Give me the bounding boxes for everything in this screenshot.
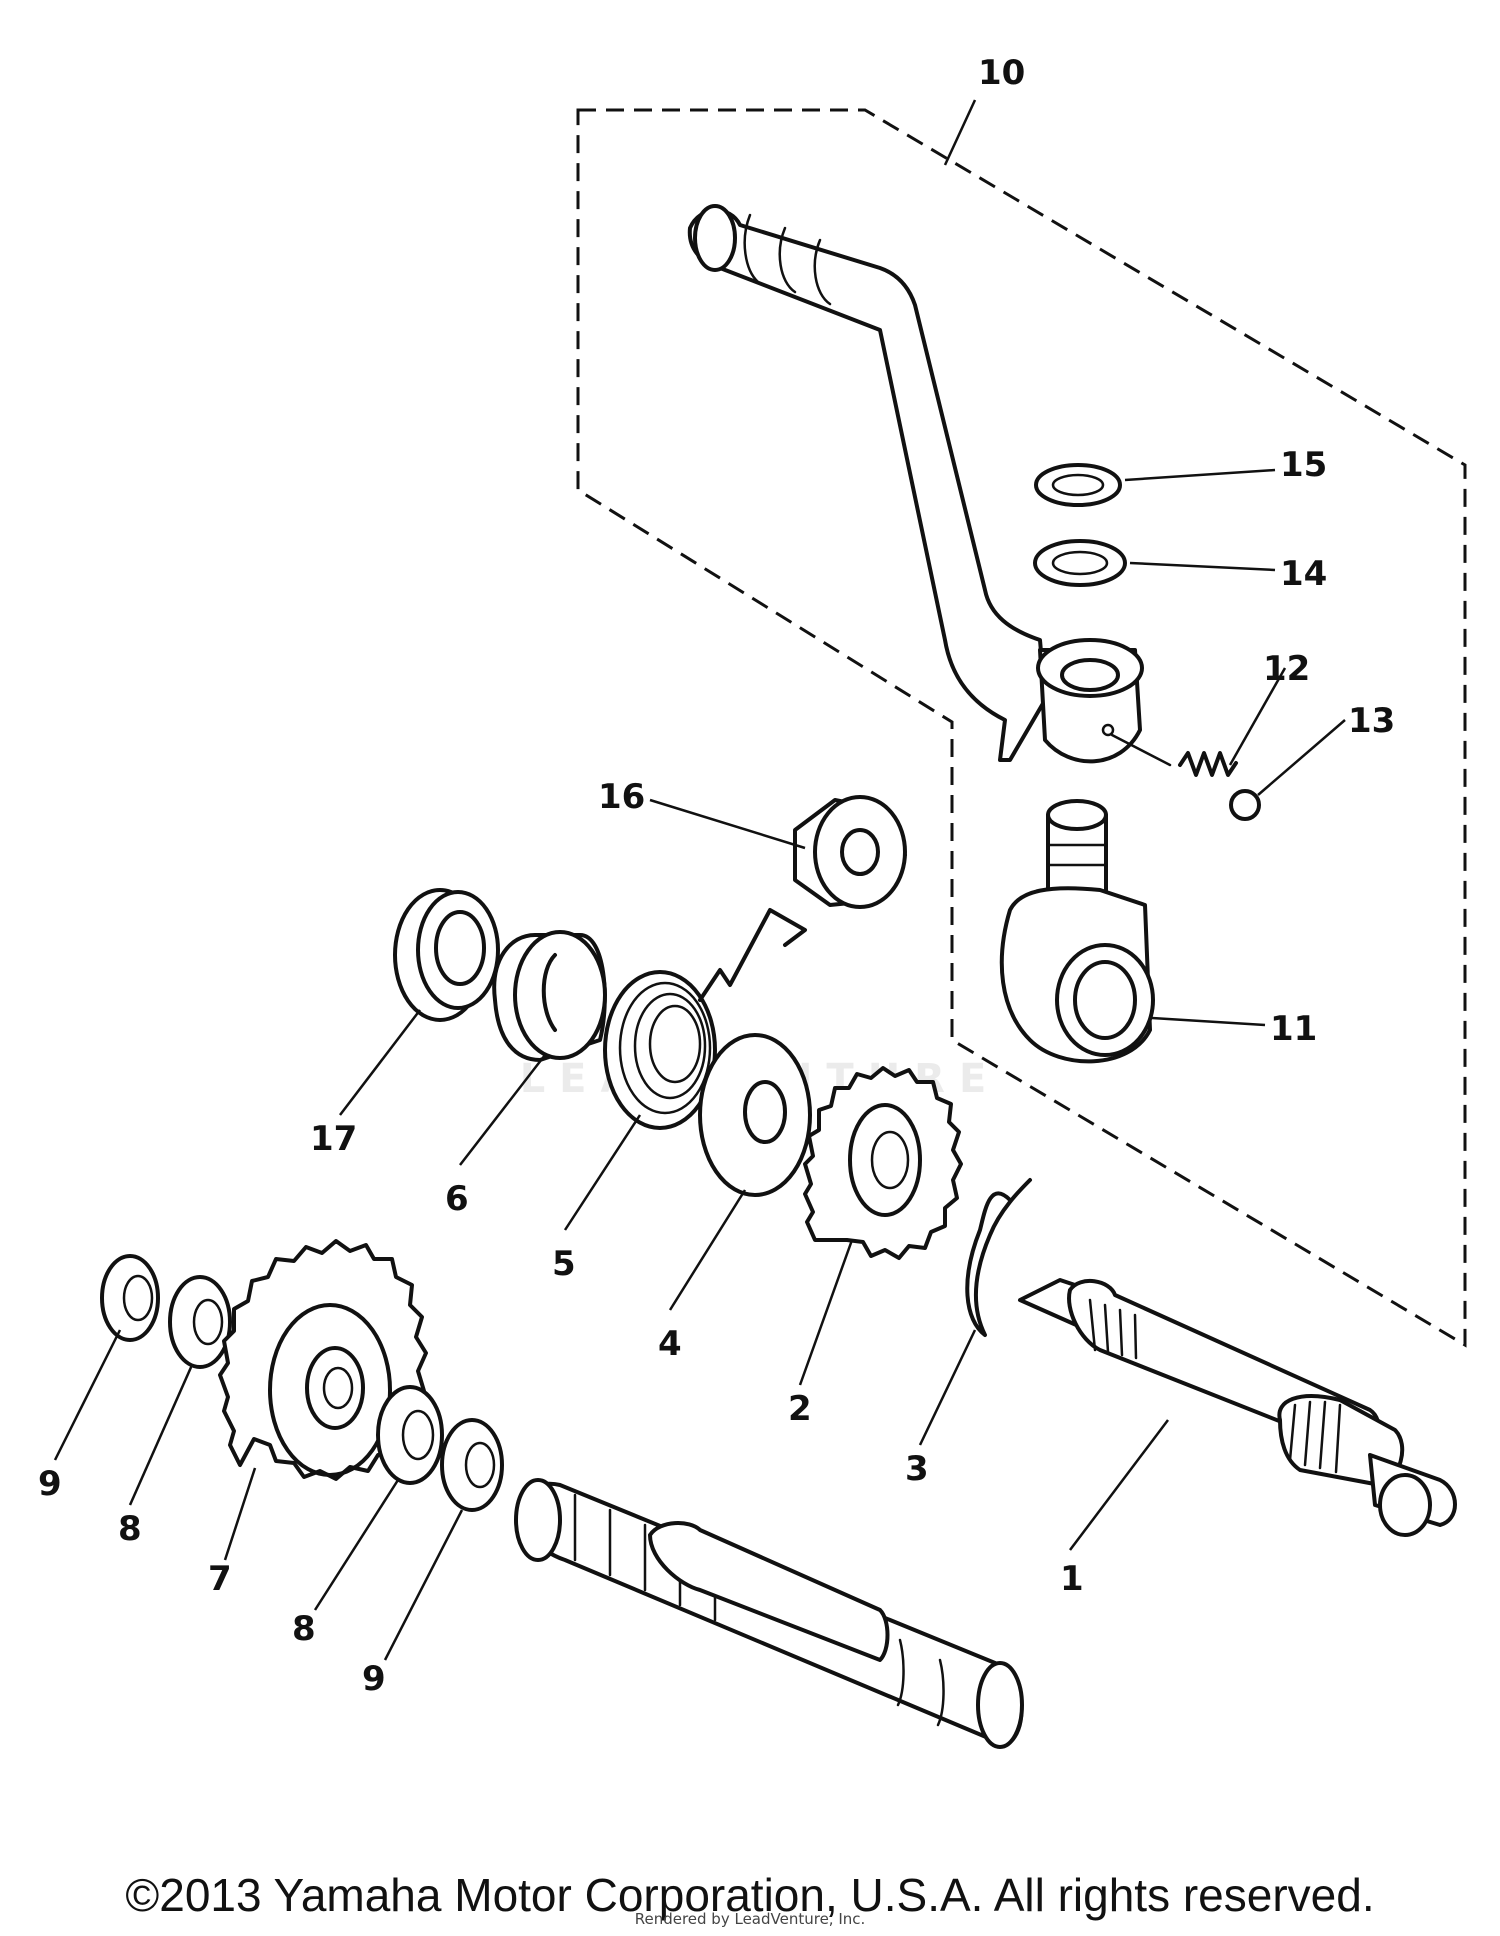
part-label-9-right: 9 xyxy=(362,1659,386,1699)
torsion-spring-5 xyxy=(603,908,807,1130)
part-label-17: 17 xyxy=(310,1119,357,1159)
kick-crank-lever xyxy=(687,204,1144,764)
collar-6 xyxy=(492,930,607,1062)
part-label-14: 14 xyxy=(1280,554,1327,594)
oil-seal-17 xyxy=(393,888,500,1022)
part-label-4: 4 xyxy=(658,1324,682,1364)
leader-lines xyxy=(53,99,1346,1661)
washer-8-right xyxy=(376,1385,444,1485)
nut-16 xyxy=(793,795,907,909)
part-label-8-right: 8 xyxy=(292,1609,316,1649)
part-label-16: 16 xyxy=(598,777,645,817)
circlip-9-right xyxy=(440,1418,504,1512)
kick-crank-assembly-boundary xyxy=(576,108,1467,1348)
part-label-5: 5 xyxy=(552,1244,576,1284)
circlip-9-left xyxy=(100,1254,160,1342)
part-label-13: 13 xyxy=(1348,701,1395,741)
washer-8-left xyxy=(168,1275,232,1369)
washer-4 xyxy=(698,1033,812,1197)
part-label-6: 6 xyxy=(445,1179,469,1219)
washer-14 xyxy=(1033,539,1127,587)
part-label-9-left: 9 xyxy=(38,1464,62,1504)
spring-12 xyxy=(1110,733,1238,777)
part-label-10: 10 xyxy=(978,53,1025,93)
part-label-1: 1 xyxy=(1060,1559,1084,1599)
gear-7 xyxy=(218,1239,428,1481)
kick-crank-boss-11 xyxy=(999,799,1155,1064)
render-credit: Rendered by LeadVenture, Inc. xyxy=(634,1910,866,1928)
circlip-15 xyxy=(1034,463,1122,507)
part-label-11: 11 xyxy=(1270,1009,1317,1049)
circlip-3 xyxy=(965,1178,1032,1337)
part-label-12: 12 xyxy=(1263,649,1310,689)
kick-shaft-1 xyxy=(1018,1278,1457,1537)
part-label-8-left: 8 xyxy=(118,1509,142,1549)
ball-13 xyxy=(1229,789,1261,821)
part-label-3: 3 xyxy=(905,1449,929,1489)
part-label-2: 2 xyxy=(788,1389,812,1429)
copyright-notice: ©2013 Yamaha Motor Corporation, U.S.A. A… xyxy=(125,1869,1375,1921)
part-label-7: 7 xyxy=(208,1559,232,1599)
part-label-15: 15 xyxy=(1280,445,1327,485)
main-axle xyxy=(514,1478,1024,1749)
kick-gear-2 xyxy=(803,1066,963,1260)
part-labels: 10 15 14 12 13 16 11 17 6 5 4 2 3 1 9 8 … xyxy=(38,53,1395,1699)
